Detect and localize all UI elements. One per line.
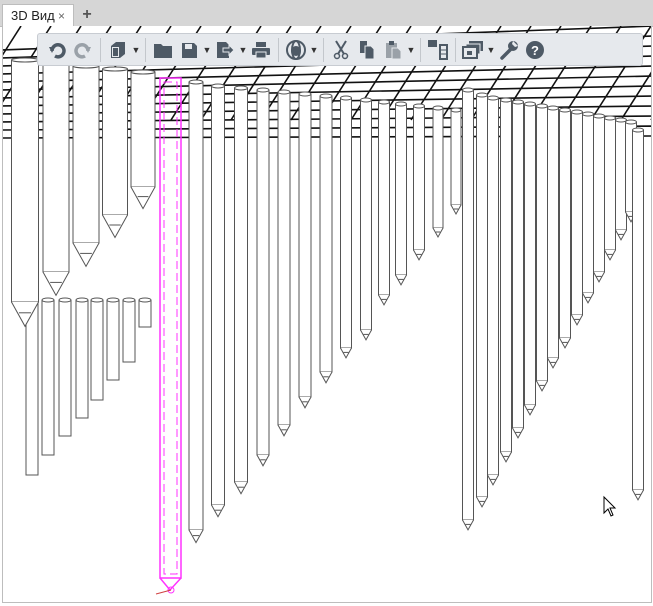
pile[interactable] [547,105,559,369]
pile[interactable] [512,99,524,439]
cut-button[interactable] [328,37,354,63]
pile[interactable] [122,297,136,363]
paste-button[interactable] [380,37,406,63]
orbit-button[interactable] [283,37,309,63]
pile[interactable] [41,297,55,456]
export-icon [217,41,235,58]
help-button[interactable]: ? [522,37,548,63]
pile[interactable] [432,105,444,239]
selected-pile[interactable] [155,77,182,595]
chevron-down-icon[interactable]: ▼ [202,44,212,55]
tab-bar: 3D Вид× + [0,0,653,27]
pile[interactable] [476,92,488,508]
tree-structure-icon [428,39,448,60]
pile[interactable] [75,297,89,419]
3d-scene[interactable] [2,26,652,603]
pile[interactable] [462,87,474,531]
paste-icon [386,40,402,59]
layers-icon [462,40,483,59]
chevron-down-icon[interactable]: ▼ [131,44,141,55]
print-icon [252,41,270,58]
pile[interactable] [106,297,120,381]
pile[interactable] [298,91,312,409]
pile[interactable] [413,103,425,261]
wrench-icon [500,40,518,60]
undo-icon [49,42,66,58]
redo-icon [74,42,91,58]
divider [323,37,324,62]
pile[interactable] [188,79,204,544]
print-button[interactable] [248,37,274,63]
divider [420,37,421,62]
view-cube-button[interactable] [105,37,131,63]
pile[interactable] [536,103,548,392]
structure-button[interactable] [425,37,451,63]
pile[interactable] [72,63,100,268]
copy-icon [360,40,375,59]
pile[interactable] [582,111,594,304]
pile[interactable] [90,297,104,401]
pile[interactable] [319,93,333,384]
3d-viewport[interactable] [2,26,652,603]
pile[interactable] [130,69,156,210]
save-icon [182,42,197,58]
pile[interactable] [58,297,72,437]
pile[interactable] [604,115,616,261]
chevron-down-icon[interactable]: ▼ [238,44,248,55]
pile[interactable] [138,297,152,328]
view-cube-icon [111,41,125,58]
chevron-down-icon[interactable]: ▼ [309,44,319,55]
pile[interactable] [340,95,352,359]
redo-button[interactable] [70,37,96,63]
divider [455,37,456,62]
divider [145,37,146,62]
export-button[interactable] [212,37,238,63]
pile[interactable] [571,109,583,326]
help-icon: ? [526,40,544,59]
layers-button[interactable] [460,37,486,63]
pile[interactable] [500,97,512,463]
pile[interactable] [615,117,627,241]
pile[interactable] [632,127,644,501]
pile[interactable] [395,101,407,286]
pile[interactable] [102,66,128,239]
pile[interactable] [25,297,39,476]
divider [278,37,279,62]
mouse-cursor-icon [603,495,617,517]
pile[interactable] [524,101,536,416]
open-button[interactable] [150,37,176,63]
pile[interactable] [211,83,225,518]
close-icon[interactable]: × [57,9,65,23]
divider [100,37,101,62]
undo-button[interactable] [44,37,70,63]
pile[interactable] [559,107,571,349]
chevron-down-icon[interactable]: ▼ [406,44,416,55]
orbit-icon [286,39,306,60]
open-folder-icon [154,43,172,58]
pile[interactable] [378,99,390,306]
settings-button[interactable] [496,37,522,63]
pile[interactable] [11,57,39,328]
pile[interactable] [593,113,605,283]
copy-button[interactable] [354,37,380,63]
tab-label: 3D Вид [11,8,55,23]
pile[interactable] [234,85,248,495]
tab-3d-view[interactable]: 3D Вид× [2,4,74,26]
pile[interactable] [256,87,270,467]
svg-text:?: ? [531,43,539,58]
save-button[interactable] [176,37,202,63]
add-tab-button[interactable]: + [82,6,92,23]
toolbar: ▼ ▼ ▼ ▼ ▼ ▼ ? [37,33,643,66]
chevron-down-icon[interactable]: ▼ [486,44,496,55]
pile[interactable] [42,60,70,297]
pile[interactable] [360,97,372,341]
pile[interactable] [450,107,462,216]
cut-icon [333,39,349,59]
pile[interactable] [487,95,499,486]
pile[interactable] [277,89,291,437]
